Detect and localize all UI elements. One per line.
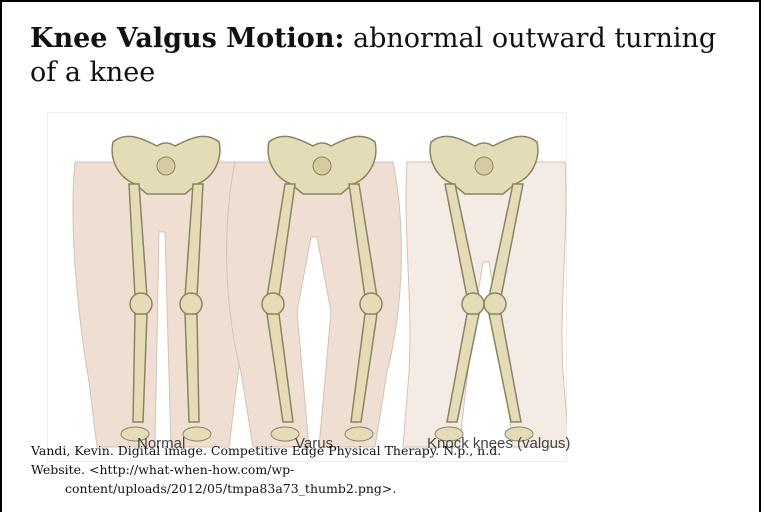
valgus-sacrum	[475, 157, 493, 175]
varus-right-knee	[360, 293, 382, 315]
slide-title: Knee Valgus Motion: abnormal outward tur…	[30, 22, 730, 90]
normal-left-knee	[130, 293, 152, 315]
normal-right-foot	[183, 427, 211, 441]
image-citation: Vandi, Kevin. Digital image. Competitive…	[31, 441, 751, 498]
varus-sacrum	[313, 157, 331, 175]
leg-alignment-illustration	[47, 112, 567, 462]
varus-left-knee	[262, 293, 284, 315]
citation-line-3: content/uploads/2012/05/tmpa83a73_thumb2…	[31, 479, 751, 498]
valgus-left-knee	[462, 293, 484, 315]
normal-sacrum	[157, 157, 175, 175]
citation-line-1: Vandi, Kevin. Digital image. Competitive…	[31, 441, 751, 460]
leg-alignment-figure: Normal Varus Knock knees (valgus)	[47, 112, 567, 462]
citation-line-2: Website. <http://what-when-how.com/wp-	[31, 460, 751, 479]
valgus-right-knee	[484, 293, 506, 315]
title-term: Knee Valgus Motion:	[30, 23, 344, 54]
varus-right-foot	[345, 427, 373, 441]
normal-right-knee	[180, 293, 202, 315]
